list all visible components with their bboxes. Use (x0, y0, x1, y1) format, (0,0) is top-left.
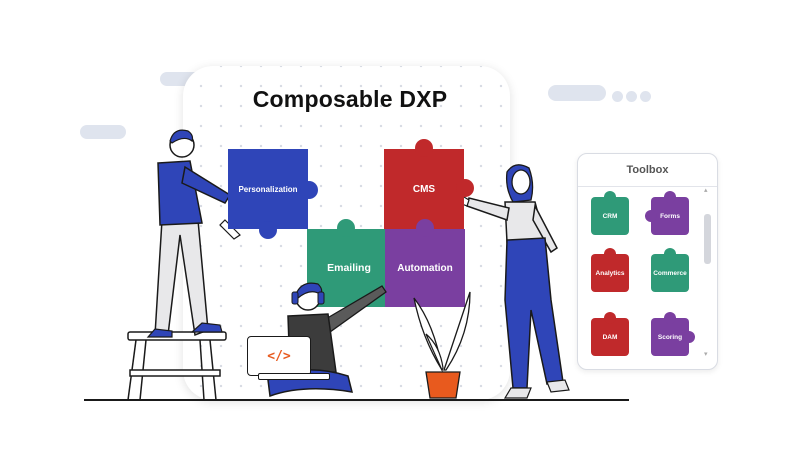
scroll-up-icon[interactable]: ▴ (704, 187, 708, 194)
dots-decoration (612, 89, 651, 107)
potted-plant (413, 291, 471, 399)
puzzle-piece-cms: CMS (384, 139, 474, 229)
puzzle-label: CMS (412, 183, 436, 195)
toolbox-item-commerce[interactable]: Commerce (651, 248, 689, 292)
code-icon: </> (267, 348, 291, 364)
puzzle-piece-personalization: Personalization (228, 149, 318, 239)
cloud-right (548, 85, 606, 101)
laptop-base (258, 373, 330, 380)
puzzle-knob (259, 221, 277, 239)
puzzle-knob (337, 219, 355, 237)
scroll-down-icon[interactable]: ▾ (704, 351, 708, 358)
puzzle-label: Emailing (327, 262, 371, 274)
puzzle-knob (604, 248, 616, 260)
puzzle-knob (415, 139, 433, 157)
toolbox-item-scoring[interactable]: Scoring (651, 312, 695, 356)
toolbox-title: Toolbox (578, 154, 717, 187)
puzzle-knob (604, 312, 616, 324)
puzzle-label: Automation (397, 262, 453, 274)
toolbox-item-dam[interactable]: DAM (591, 312, 629, 356)
toolbox-item-label: Analytics (595, 269, 625, 277)
ground-line (84, 399, 629, 401)
puzzle-knob (683, 331, 695, 343)
puzzle-knob (664, 312, 676, 324)
puzzle-knob (300, 181, 318, 199)
board-title: Composable DXP (252, 86, 448, 112)
scroll-thumb[interactable] (704, 214, 711, 264)
toolbox-item-label: Forms (660, 212, 680, 220)
woman-standing-figure (456, 164, 570, 399)
toolbox-item-crm[interactable]: CRM (591, 191, 629, 235)
toolbox-scrollbar[interactable]: ▴ ▾ (702, 186, 713, 362)
stool (127, 331, 227, 401)
toolbox-item-analytics[interactable]: Analytics (591, 248, 629, 292)
cloud-left (80, 125, 126, 139)
puzzle-knob (604, 191, 616, 203)
puzzle-knob (416, 219, 434, 237)
puzzle-knob (664, 191, 676, 203)
toolbox-item-label: CRM (602, 212, 618, 220)
puzzle-knob (456, 179, 474, 197)
puzzle-piece-automation: Automation (385, 219, 465, 307)
puzzle-knob (664, 248, 676, 260)
puzzle-label: Personalization (238, 184, 298, 194)
toolbox-item-label: Scoring (657, 333, 683, 341)
toolbox-item-forms[interactable]: Forms (645, 191, 689, 235)
man-standing-figure (146, 129, 241, 338)
sitting-person-figure (267, 282, 387, 398)
toolbox-item-label: Commerce (653, 269, 687, 277)
puzzle-knob (645, 210, 657, 222)
laptop: </> (247, 336, 311, 376)
toolbox-item-label: DAM (602, 333, 618, 341)
